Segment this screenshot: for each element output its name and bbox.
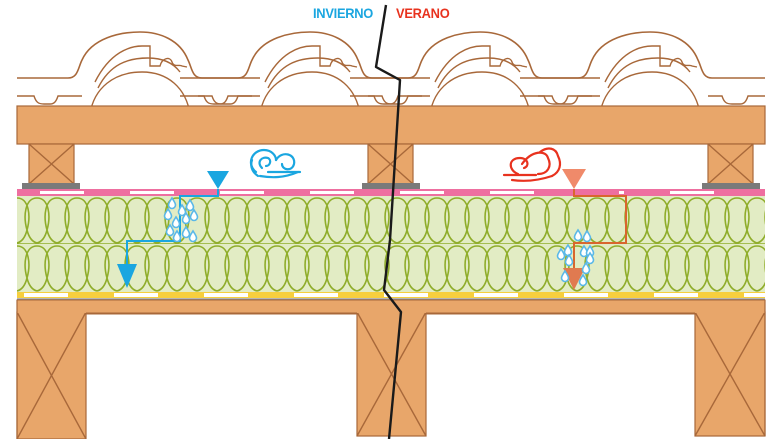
season-divider-line [374, 4, 403, 439]
wind-icon [502, 147, 562, 182]
down-arrow-icon [562, 169, 586, 189]
rafter [356, 311, 427, 437]
down-arrow-icon [117, 264, 137, 288]
down-arrow-icon [207, 171, 229, 189]
battens [22, 143, 760, 190]
membrane-overlap [310, 191, 354, 194]
membrane-overlap [490, 191, 534, 194]
barrier-overlap [744, 293, 774, 297]
roof-board [16, 105, 766, 145]
batten [362, 143, 420, 190]
barrier-overlap [474, 293, 518, 297]
down-arrow-icon [563, 268, 585, 290]
roof-tile [179, 31, 431, 115]
membrane-overlap [400, 191, 444, 194]
winter-label: INVIERNO [313, 5, 374, 21]
rafter [16, 311, 87, 439]
summer-flow [502, 147, 627, 290]
roof-tile [519, 31, 771, 115]
rafters [16, 311, 766, 439]
barrier-overlap [384, 293, 428, 297]
barrier-overlap [654, 293, 698, 297]
roof-tiles [9, 31, 771, 115]
summer-label: VERANO [396, 5, 450, 21]
vapor-barrier [17, 292, 774, 300]
barrier-overlap [294, 293, 338, 297]
winter-flow [117, 148, 302, 288]
barrier-overlap [564, 293, 608, 297]
barrier-overlap [114, 293, 158, 297]
wind-icon [249, 148, 302, 179]
insulation-lower [17, 244, 765, 292]
batten [702, 143, 760, 190]
membrane-overlap [40, 191, 84, 194]
membrane-overlap [130, 191, 174, 194]
membrane-overlap [220, 191, 264, 194]
batten [22, 143, 80, 190]
roof-tile [9, 31, 261, 115]
breathable-membrane [17, 189, 765, 196]
barrier-overlap [24, 293, 68, 297]
barrier-overlap [204, 293, 248, 297]
rafter [694, 311, 766, 437]
membrane-overlap [670, 191, 714, 194]
